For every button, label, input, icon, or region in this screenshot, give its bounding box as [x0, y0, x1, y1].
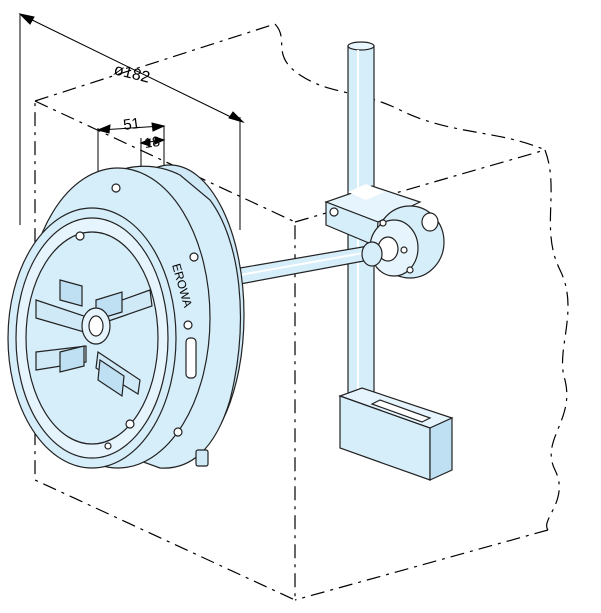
offset-dimension-label: 18 [143, 133, 161, 151]
depth-dimension-label: 51 [122, 115, 141, 134]
stand-base [338, 387, 454, 481]
chuck-face [7, 207, 177, 469]
stand-clamp [324, 184, 445, 279]
